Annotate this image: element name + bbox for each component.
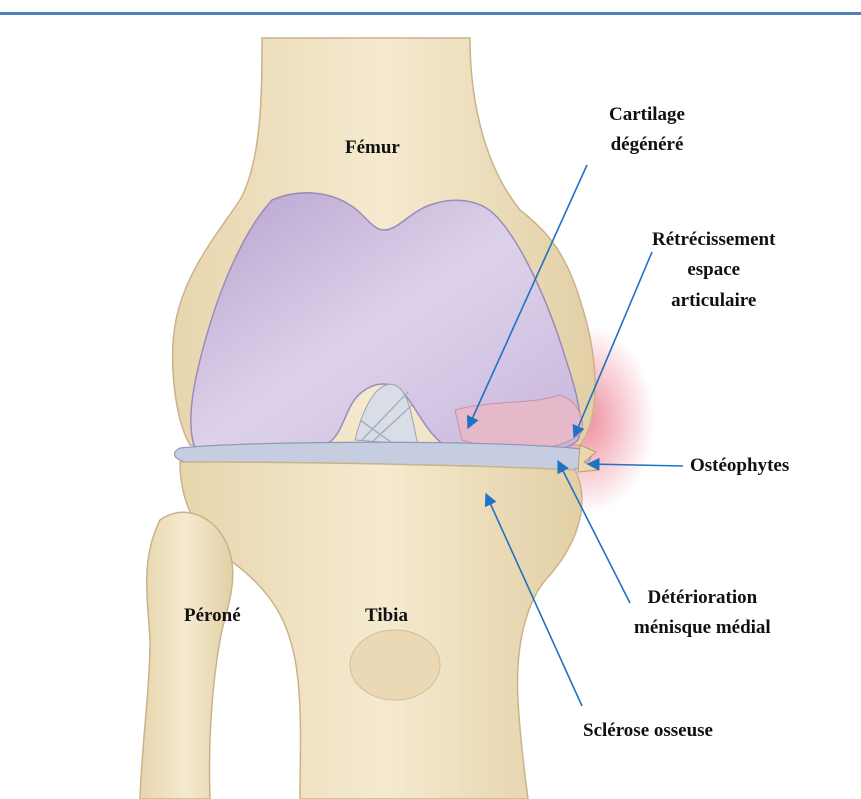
label-meniscus: Détérioration ménisque médial — [634, 583, 771, 644]
tibial-tuberosity — [350, 630, 440, 700]
label-osteophytes: Ostéophytes — [690, 451, 789, 481]
fibula — [140, 512, 233, 799]
label-sclerosis: Sclérose osseuse — [583, 716, 713, 746]
label-cartilage: Cartilage dégénéré — [609, 100, 685, 161]
label-narrowing: Rétrécissement espace articulaire — [652, 225, 775, 316]
label-perone: Péroné — [184, 601, 241, 631]
label-femur: Fémur — [345, 133, 400, 163]
label-tibia: Tibia — [365, 601, 408, 631]
